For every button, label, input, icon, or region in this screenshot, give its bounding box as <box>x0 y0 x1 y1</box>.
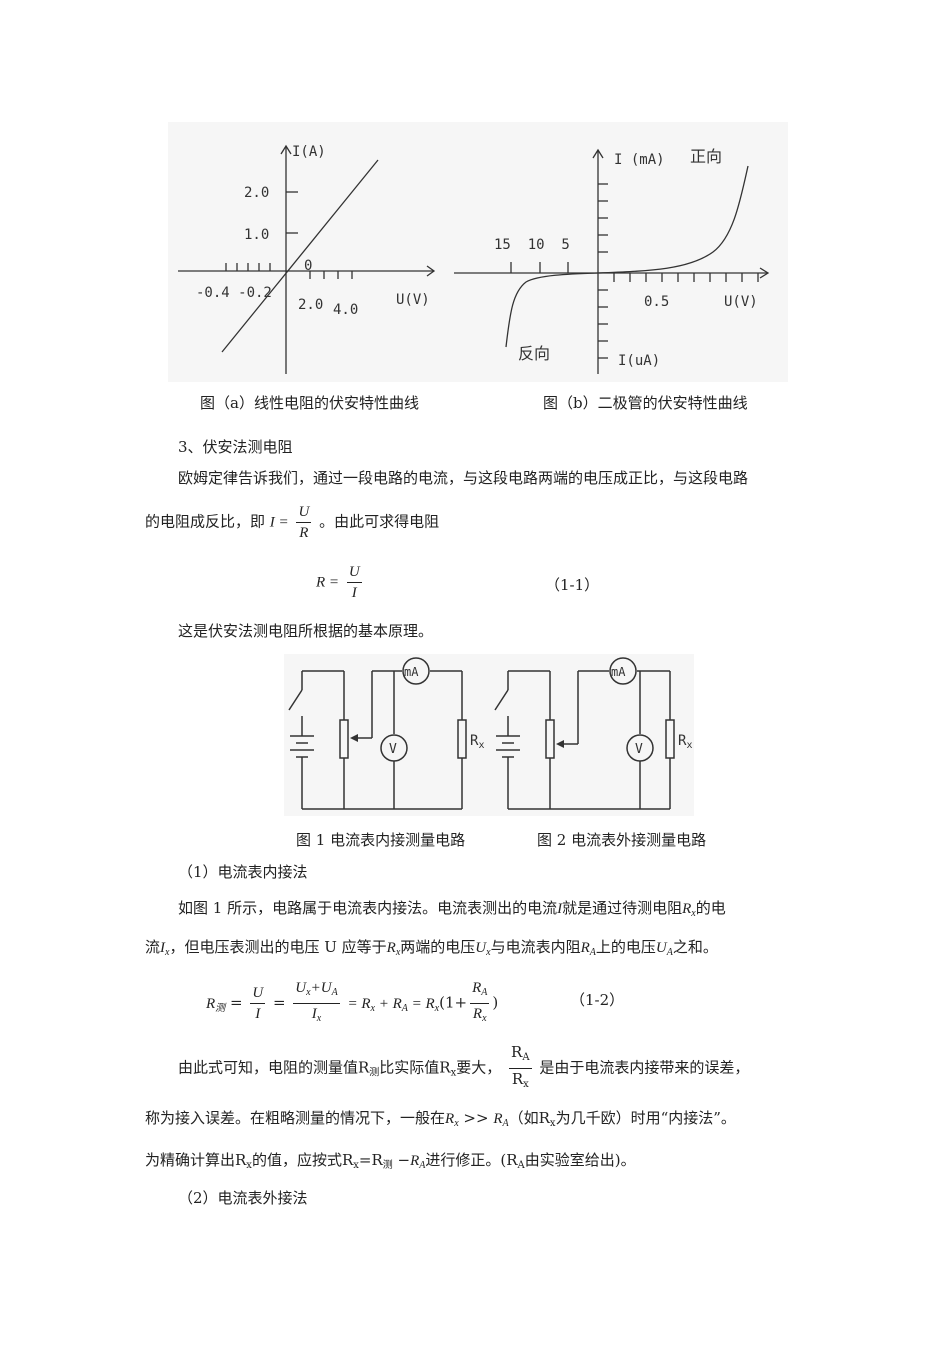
fig-b-x-label: U(V) <box>724 294 758 310</box>
linear-iv-line <box>221 159 379 353</box>
paragraph-line: 称为接入误差。在粗略测量的情况下，一般在Rx >> RA（如Rx为几千欧）时用“… <box>145 1109 736 1129</box>
fig-b-x-tick: 0.5 <box>644 294 669 310</box>
circuit-2-outer <box>494 657 675 810</box>
subsection-heading: （1）电流表内接法 <box>178 863 308 881</box>
figure-b-diode <box>454 148 770 374</box>
fig-a-y-label: I(A) <box>292 144 326 160</box>
resistor-label: Rx <box>470 733 484 751</box>
circuit-1-inner <box>288 657 467 810</box>
figure-a-linear-resistor <box>178 144 436 374</box>
fig-a-y-tick: 2.0 <box>244 185 269 201</box>
voltmeter-label: V <box>635 742 643 757</box>
circuit-1-caption: 图 1 电流表内接测量电路 <box>296 831 466 849</box>
voltmeter-label: V <box>389 742 397 757</box>
paragraph: 欧姆定律告诉我们，通过一段电路的电流，与这段电路两端的电压成正比，与这段电路 <box>178 469 749 487</box>
paragraph: 这是伏安法测电阻所根据的基本原理。 <box>178 622 434 640</box>
fig-b-y-neg-label: I(uA) <box>618 353 660 369</box>
fig-b-x-neg-ticks: 15 10 5 <box>494 237 570 253</box>
ammeter-label: mA <box>611 665 626 679</box>
resistor-label: Rx <box>678 733 692 751</box>
circuit-diagrams: mA V Rx mA V Rx <box>284 654 694 816</box>
fig-a-y-tick: 1.0 <box>244 227 269 243</box>
iv-curves-figure: I(A) 2.0 1.0 0 -0.4 -0.2 2.0 4.0 U(V) I … <box>168 122 788 382</box>
fig-a-x-label: U(V) <box>396 292 430 308</box>
fig-b-y-label: I (mA) <box>614 152 665 168</box>
fig-b-reverse-label: 反向 <box>518 344 550 363</box>
diode-reverse-curve <box>505 272 599 348</box>
fig-a-origin: 0 <box>304 258 312 274</box>
fig-a-x-neg-ticks: -0.4 -0.2 <box>196 285 272 301</box>
equation-tag: （1-2） <box>570 991 625 1009</box>
paragraph-line: 为精确计算出Rx的值，应按式Rx=R测 −RA进行修正。(RA由实验室给出)。 <box>145 1151 636 1171</box>
circuit-2-caption: 图 2 电流表外接测量电路 <box>537 831 707 849</box>
equation-tag: （1-1） <box>545 576 600 594</box>
paragraph-line: 流Ix，但电压表测出的电压 U 应等于Rx两端的电压Ux与电流表内阻RA上的电压… <box>145 938 718 958</box>
subsection-heading: （2）电流表外接法 <box>178 1189 308 1207</box>
section-heading: 3、伏安法测电阻 <box>178 438 293 456</box>
diode-forward-curve <box>597 165 749 274</box>
fig-a-x-tick: 2.0 <box>298 297 323 313</box>
fig-a-x-tick: 4.0 <box>333 302 358 318</box>
figure-b-caption: 图（b）二极管的伏安特性曲线 <box>543 394 748 412</box>
ammeter-label: mA <box>404 665 419 679</box>
paragraph-line: 如图 1 所示，电路属于电流表内接法。电流表测出的电流I就是通过待测电阻Rx的电 <box>178 899 726 919</box>
figure-a-caption: 图（a）线性电阻的伏安特性曲线 <box>200 394 419 412</box>
fig-b-forward-label: 正向 <box>690 147 722 166</box>
